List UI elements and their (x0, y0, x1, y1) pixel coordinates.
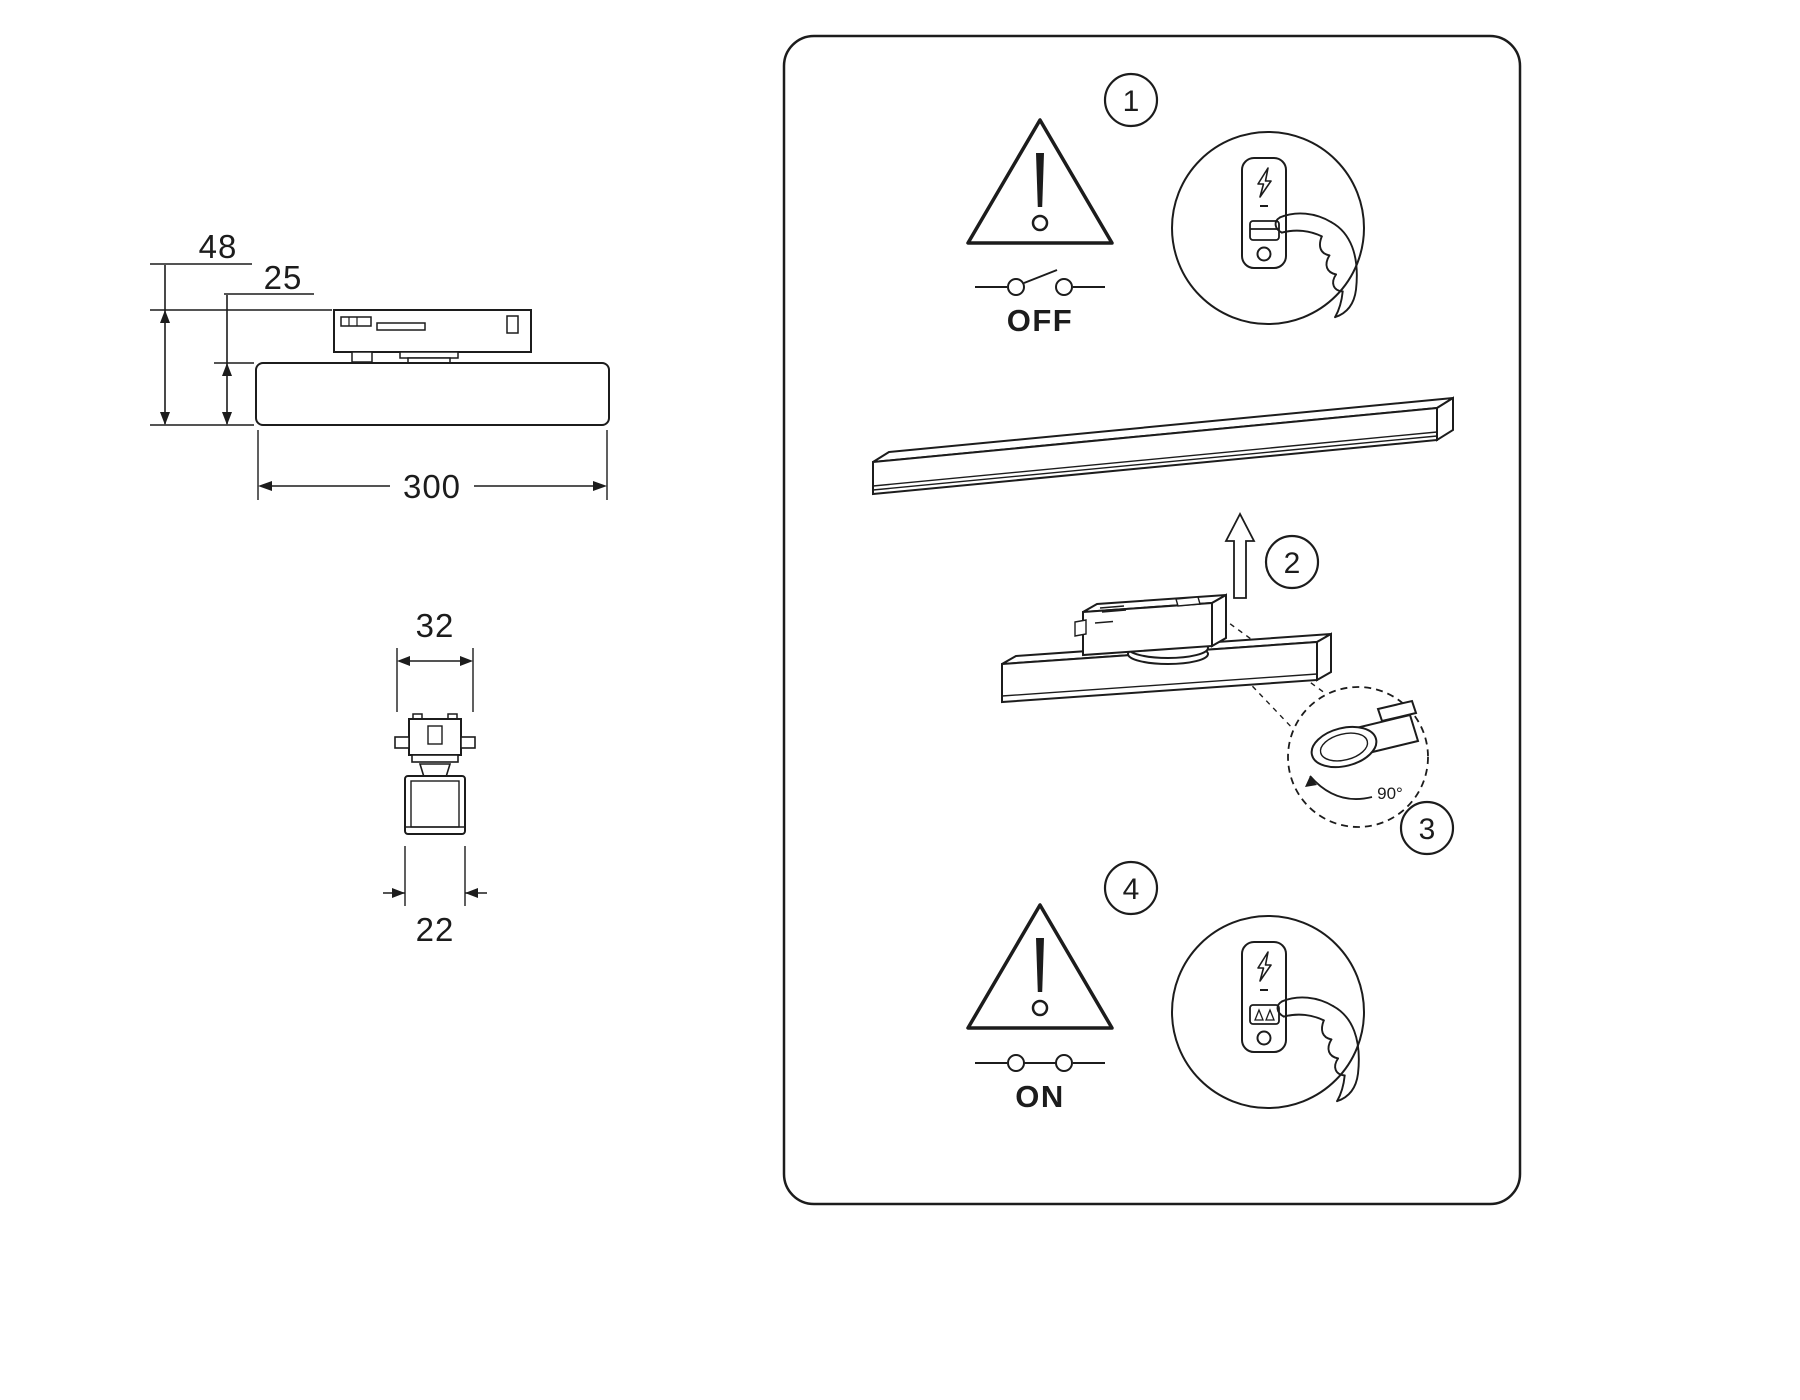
rotation-arrow-icon (1309, 775, 1373, 800)
dim-length-label: 300 (403, 468, 461, 505)
off-label: OFF (1007, 303, 1074, 338)
rocker-switch-off-icon (1249, 220, 1280, 241)
step-3: 90° 3 (1287, 686, 1455, 856)
instruction-panel: 1 OFF (782, 34, 1522, 1206)
dim-adapter-width-label: 32 (416, 607, 455, 644)
up-arrow-icon (1224, 512, 1256, 599)
dim-body-width-label: 22 (416, 911, 455, 948)
step-2-badge: 2 (1264, 534, 1320, 590)
step-4-number: 4 (1123, 873, 1140, 906)
step-1-badge: 1 (1103, 72, 1159, 128)
switch-off-icon (975, 269, 1105, 296)
power-switch-detail-off (1171, 131, 1365, 325)
track-rail-drawing (872, 396, 1454, 496)
side-view-drawing: 48 25 300 (150, 228, 610, 505)
on-label: ON (1015, 1079, 1065, 1114)
step-3-badge: 3 (1399, 800, 1455, 856)
rotation-detail: 90° (1287, 686, 1429, 828)
dim-total-height-label: 48 (199, 228, 238, 265)
step-1: 1 OFF (966, 72, 1365, 338)
step-4: 4 ON (966, 860, 1365, 1114)
rotation-angle-label: 90° (1377, 784, 1403, 803)
front-view-drawing: 32 22 (383, 607, 487, 948)
rocker-switch-on-icon (1249, 1004, 1280, 1025)
step-2-number: 2 (1284, 547, 1301, 580)
fixture-drawing (1001, 593, 1334, 734)
dim-body-height-label: 25 (264, 259, 303, 296)
switch-on-icon (975, 1054, 1105, 1072)
step-2: 2 (872, 396, 1454, 734)
power-switch-detail-on (1171, 915, 1365, 1109)
step-1-number: 1 (1123, 85, 1140, 118)
step-4-badge: 4 (1103, 860, 1159, 916)
step-3-number: 3 (1419, 813, 1436, 846)
